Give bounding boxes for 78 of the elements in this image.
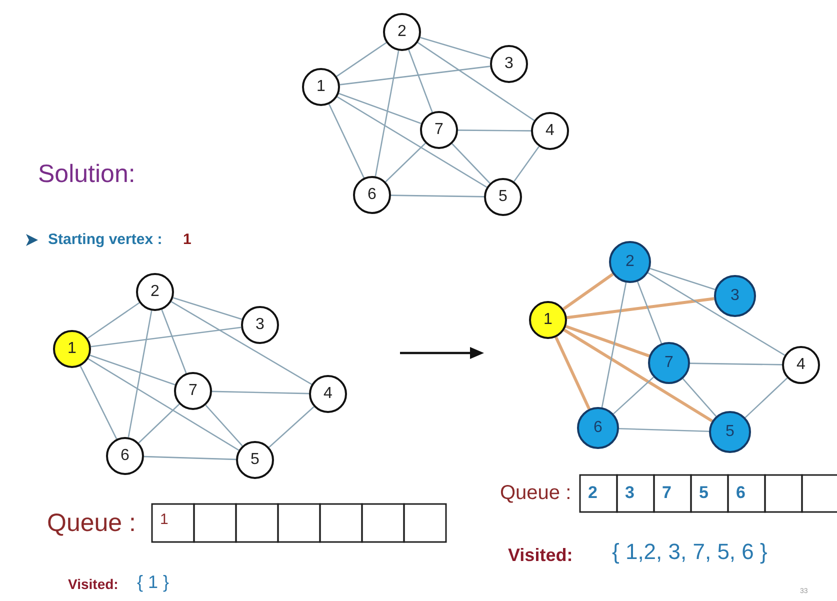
graph-edge bbox=[172, 297, 242, 320]
graph-edge bbox=[613, 376, 654, 414]
vertex-circle: 1 bbox=[529, 301, 567, 339]
vertex-circle: 7 bbox=[174, 372, 212, 410]
vertex-circle: 5 bbox=[236, 441, 274, 479]
graph-edge bbox=[566, 297, 714, 320]
vertex-circle: 1 bbox=[53, 330, 91, 368]
graph-edge bbox=[565, 324, 650, 358]
vertex-circle: 3 bbox=[490, 45, 528, 83]
graph-edge bbox=[650, 268, 716, 290]
queue-label: Queue : bbox=[47, 511, 136, 536]
queue-entry: 2 bbox=[588, 484, 598, 501]
visited-set: { 1 } bbox=[137, 573, 170, 591]
heading: Solution: bbox=[38, 162, 136, 187]
graph-edge bbox=[88, 358, 240, 451]
vertex-circle: 3 bbox=[241, 306, 279, 344]
vertex-circle: 6 bbox=[106, 437, 144, 475]
graph-edge bbox=[420, 36, 491, 60]
vertex-circle: 2 bbox=[136, 273, 174, 311]
vertex-circle: 4 bbox=[309, 375, 347, 413]
graph-edge bbox=[648, 272, 786, 356]
graph-edge bbox=[90, 354, 176, 386]
queue-entry: 7 bbox=[662, 484, 672, 501]
graph-edge bbox=[80, 366, 118, 440]
graph-edge bbox=[452, 143, 490, 184]
graph-edge bbox=[161, 310, 187, 374]
graph-edge bbox=[212, 390, 310, 394]
vertex-circle: 6 bbox=[577, 407, 619, 449]
graph-edge bbox=[690, 362, 782, 366]
vertex-circle: 2 bbox=[383, 13, 421, 51]
queue-entry: 3 bbox=[625, 484, 634, 501]
graph-edge bbox=[268, 406, 314, 448]
graph-edge bbox=[601, 282, 627, 408]
vertex-circle: 6 bbox=[353, 176, 391, 214]
queue-entry: 1 bbox=[160, 512, 168, 527]
graph-edge bbox=[340, 66, 490, 86]
graph-edge bbox=[417, 42, 535, 121]
graph-edge bbox=[385, 142, 426, 182]
vertex-circle: 1 bbox=[302, 68, 340, 106]
vertex-circle: 7 bbox=[420, 111, 458, 149]
graph-edge bbox=[205, 404, 243, 446]
vertex-circle: 4 bbox=[531, 112, 569, 150]
graph-edge bbox=[744, 378, 788, 418]
graph-edge bbox=[458, 130, 531, 132]
graph-edge bbox=[128, 310, 152, 438]
graph-edge bbox=[636, 281, 662, 344]
vertex-circle: 7 bbox=[648, 342, 690, 384]
graph-edge bbox=[618, 428, 710, 432]
graph-edge bbox=[554, 336, 591, 410]
graph-edge bbox=[374, 50, 400, 176]
queue-label: Queue : bbox=[500, 483, 572, 503]
graph-edge bbox=[90, 326, 242, 348]
visited-set: { 1,2, 3, 7, 5, 6 } bbox=[612, 541, 768, 563]
graph-edge bbox=[328, 104, 364, 178]
graph-edge bbox=[338, 92, 422, 124]
graph-edge bbox=[87, 302, 140, 339]
starting-vertex-label: Starting vertex : bbox=[48, 232, 162, 247]
graph-edge bbox=[514, 146, 540, 182]
graph-edge bbox=[138, 404, 180, 444]
queue-entry: 5 bbox=[699, 484, 708, 501]
graph-edge bbox=[390, 194, 484, 198]
vertex-number: 1 bbox=[183, 232, 192, 247]
graph-edge bbox=[144, 456, 236, 460]
graph-edge bbox=[562, 272, 614, 310]
visited-label: Visited: bbox=[68, 577, 118, 591]
vertex-circle: 2 bbox=[609, 241, 651, 283]
graph-edge bbox=[682, 378, 717, 417]
vertex-circle: 4 bbox=[782, 346, 820, 384]
visited-label: Visited: bbox=[508, 546, 573, 564]
graph-edge bbox=[336, 42, 387, 77]
graph-edge bbox=[171, 301, 312, 385]
vertex-circle: 5 bbox=[484, 178, 522, 216]
vertex-circle: 3 bbox=[714, 275, 756, 317]
graph-edge bbox=[563, 328, 713, 422]
graph-edge bbox=[336, 96, 488, 188]
vertex-circle: 5 bbox=[709, 411, 751, 453]
queue-entry: 6 bbox=[736, 484, 746, 501]
graph-edge bbox=[408, 50, 433, 112]
